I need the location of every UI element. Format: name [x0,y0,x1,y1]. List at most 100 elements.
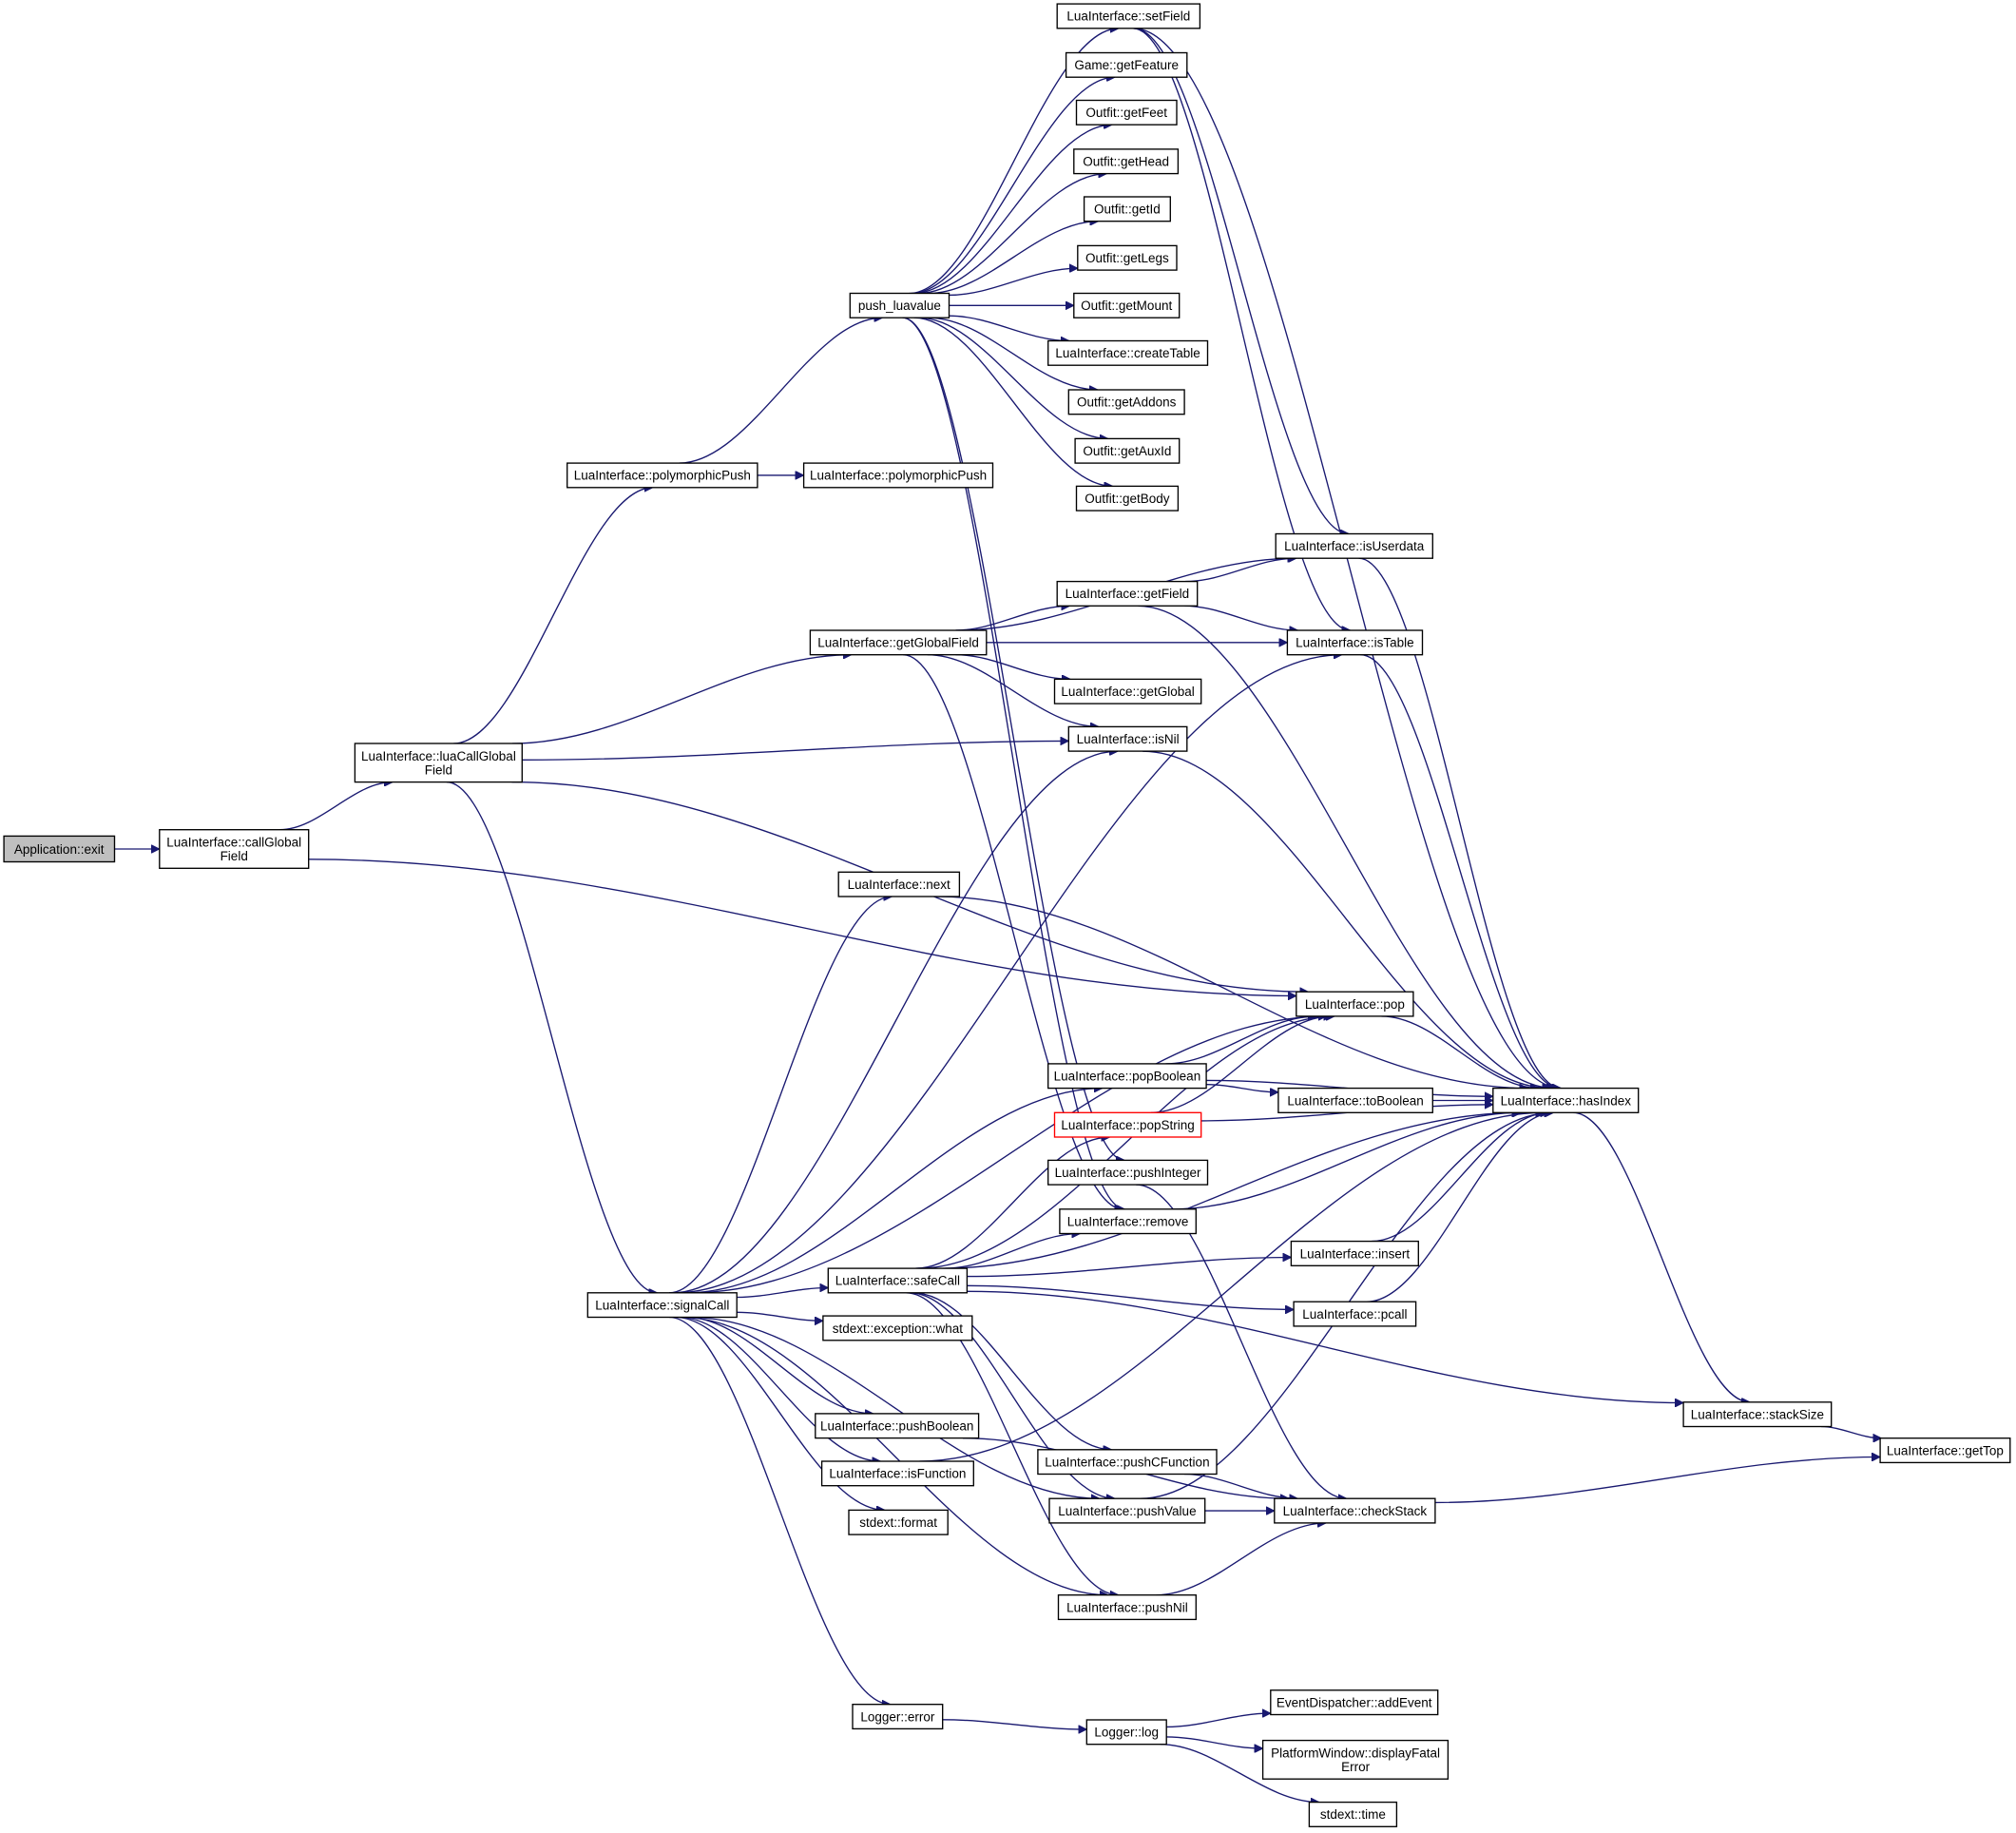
node-box-what[interactable] [822,1315,973,1341]
node-box-isTable[interactable] [1286,629,1424,656]
node-box-safeCall[interactable] [827,1267,969,1294]
node-getAddons[interactable]: Outfit::getAddons [1067,389,1185,415]
node-box-polymorphicPush1[interactable] [566,462,758,489]
node-loggerError[interactable]: Logger::error [852,1704,944,1730]
node-insert[interactable]: LuaInterface::insert [1290,1240,1419,1266]
node-box-getAddons[interactable] [1067,389,1185,415]
node-box-hasIndex[interactable] [1492,1087,1640,1113]
node-box-pushNil[interactable] [1057,1594,1197,1621]
node-box-polymorphicPush2[interactable] [802,462,994,489]
node-setField[interactable]: LuaInterface::setField [1056,3,1201,29]
node-box-getAuxId[interactable] [1074,437,1181,464]
node-box-pushBoolean[interactable] [815,1413,980,1439]
node-getGlobalField[interactable]: LuaInterface::getGlobalField [809,629,988,656]
node-box-displayFatalError[interactable] [1261,1739,1450,1780]
node-box-callGlobalField[interactable] [159,829,310,869]
node-box-getTop[interactable] [1879,1437,2011,1464]
node-box-loggerError[interactable] [852,1704,944,1730]
node-box-pushCFunction[interactable] [1037,1449,1218,1476]
node-box-next[interactable] [837,871,961,897]
node-box-pcall[interactable] [1293,1301,1417,1327]
node-popString[interactable]: LuaInterface::popString [1053,1111,1202,1138]
node-remove[interactable]: LuaInterface::remove [1059,1208,1197,1235]
node-box-getLegs[interactable] [1077,244,1178,271]
node-box-getMount[interactable] [1073,292,1181,318]
node-isFunction[interactable]: LuaInterface::isFunction [820,1460,974,1487]
node-box-pushValue[interactable] [1048,1497,1206,1524]
node-isUserdata[interactable]: LuaInterface::isUserdata [1275,532,1433,559]
node-box-popBoolean[interactable] [1047,1063,1207,1090]
node-toBoolean[interactable]: LuaInterface::toBoolean [1277,1087,1433,1113]
node-checkStack[interactable]: LuaInterface::checkStack [1274,1497,1436,1524]
node-time[interactable]: stdext::time [1308,1801,1398,1827]
node-pushBoolean[interactable]: LuaInterface::pushBoolean [815,1413,980,1439]
node-box-getId[interactable] [1083,196,1171,222]
node-isTable[interactable]: LuaInterface::isTable [1286,629,1424,656]
node-pcall[interactable]: LuaInterface::pcall [1293,1301,1417,1327]
node-box-luaCallGlobalField[interactable] [354,743,523,783]
node-box-loggerLog[interactable] [1085,1719,1167,1746]
node-isNil[interactable]: LuaInterface::isNil [1067,725,1188,752]
node-box-app_exit[interactable] [3,835,116,863]
node-polymorphicPush2[interactable]: LuaInterface::polymorphicPush [802,462,994,489]
node-box-getHead[interactable] [1073,148,1180,175]
node-getHead[interactable]: Outfit::getHead [1073,148,1180,175]
node-box-stackSize[interactable] [1682,1401,1833,1428]
node-box-insert[interactable] [1290,1240,1419,1266]
node-box-signalCall[interactable] [586,1292,738,1319]
node-getFeet[interactable]: Outfit::getFeet [1075,99,1178,125]
node-box-addEvent[interactable] [1270,1689,1439,1716]
node-signalCall[interactable]: LuaInterface::signalCall [586,1292,738,1319]
node-box-isNil[interactable] [1067,725,1188,752]
node-box-getFeature[interactable] [1065,51,1188,78]
node-format[interactable]: stdext::format [848,1509,949,1535]
node-getAuxId[interactable]: Outfit::getAuxId [1074,437,1181,464]
node-getField[interactable]: LuaInterface::getField [1056,580,1199,607]
node-what[interactable]: stdext::exception::what [822,1315,973,1341]
node-app_exit[interactable]: Application::exit [3,835,116,863]
node-getGlobal[interactable]: LuaInterface::getGlobal [1053,678,1202,704]
node-hasIndex[interactable]: LuaInterface::hasIndex [1492,1087,1640,1113]
node-box-isFunction[interactable] [820,1460,974,1487]
node-getTop[interactable]: LuaInterface::getTop [1879,1437,2011,1464]
node-pushNil[interactable]: LuaInterface::pushNil [1057,1594,1197,1621]
node-getLegs[interactable]: Outfit::getLegs [1077,244,1178,271]
node-pushInteger[interactable]: LuaInterface::pushInteger [1047,1159,1209,1186]
node-box-pop[interactable] [1296,991,1414,1017]
node-box-toBoolean[interactable] [1277,1087,1433,1113]
node-box-pushInteger[interactable] [1047,1159,1209,1186]
node-safeCall[interactable]: LuaInterface::safeCall [827,1267,969,1294]
node-box-getFeet[interactable] [1075,99,1178,125]
node-box-createTable[interactable] [1047,339,1209,366]
node-getId[interactable]: Outfit::getId [1083,196,1171,222]
node-next[interactable]: LuaInterface::next [837,871,961,897]
node-popBoolean[interactable]: LuaInterface::popBoolean [1047,1063,1207,1090]
node-push_luavalue[interactable]: push_luavalue [849,292,950,318]
node-addEvent[interactable]: EventDispatcher::addEvent [1270,1689,1439,1716]
node-getFeature[interactable]: Game::getFeature [1065,51,1188,78]
node-box-isUserdata[interactable] [1275,532,1433,559]
node-getMount[interactable]: Outfit::getMount [1073,292,1181,318]
node-stackSize[interactable]: LuaInterface::stackSize [1682,1401,1833,1428]
node-box-popString[interactable] [1053,1111,1202,1138]
node-box-remove[interactable] [1059,1208,1197,1235]
node-box-checkStack[interactable] [1274,1497,1436,1524]
node-loggerLog[interactable]: Logger::log [1085,1719,1167,1746]
node-pushValue[interactable]: LuaInterface::pushValue [1048,1497,1206,1524]
node-pop[interactable]: LuaInterface::pop [1296,991,1414,1017]
node-box-getBody[interactable] [1075,485,1180,511]
node-box-getGlobalField[interactable] [809,629,988,656]
node-pushCFunction[interactable]: LuaInterface::pushCFunction [1037,1449,1218,1476]
node-polymorphicPush1[interactable]: LuaInterface::polymorphicPush [566,462,758,489]
node-box-push_luavalue[interactable] [849,292,950,318]
node-box-setField[interactable] [1056,3,1201,29]
node-box-getField[interactable] [1056,580,1199,607]
node-getBody[interactable]: Outfit::getBody [1075,485,1180,511]
node-box-getGlobal[interactable] [1053,678,1202,704]
node-box-time[interactable] [1308,1801,1398,1827]
node-box-format[interactable] [848,1509,949,1535]
node-createTable[interactable]: LuaInterface::createTable [1047,339,1209,366]
